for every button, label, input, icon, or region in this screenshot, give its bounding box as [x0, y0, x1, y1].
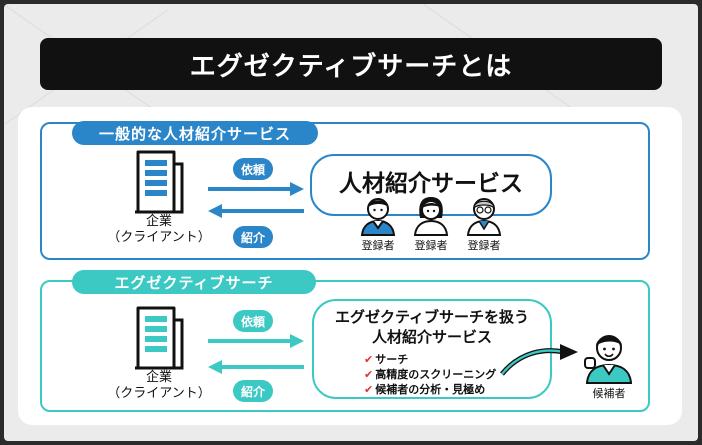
registrant-label: 登録者: [361, 239, 395, 252]
page-title: エグゼクティブサーチとは: [40, 38, 662, 90]
agency-title: 人材紹介サービス: [339, 171, 523, 197]
company-name: 企業: [145, 214, 172, 229]
building-icon: [135, 306, 184, 370]
check-icon: ✔: [364, 353, 374, 366]
registrant-2: 登録者: [401, 192, 461, 253]
man-avatar-icon: [360, 198, 396, 236]
company-role: （クライアント）: [107, 230, 211, 245]
building-icon: [135, 150, 184, 214]
agency-title-line1: エグゼクティブサーチを扱う: [334, 308, 530, 326]
check-icon: ✔: [364, 368, 374, 381]
section-executive-search: [40, 280, 650, 412]
candidate: 候補者: [578, 326, 640, 401]
feature-item: ✔候補者の分析・見極め: [364, 383, 486, 396]
registrant-label: 登録者: [414, 239, 448, 252]
referral-tag-2: 紹介: [233, 380, 274, 402]
agency-title: エグゼクティブサーチを扱う 人材紹介サービス: [314, 307, 550, 347]
agency-box-executive: エグゼクティブサーチを扱う 人材紹介サービス ✔サーチ ✔高精度のスクリーニング…: [312, 299, 552, 399]
registrant-label: 登録者: [467, 239, 501, 252]
request-arrow-2: [208, 334, 304, 348]
request-arrow-1: [208, 182, 304, 196]
search-arrow: [500, 344, 578, 376]
request-tag-2: 依頼: [233, 310, 274, 332]
registrant-1: 登録者: [348, 192, 408, 253]
referral-tag-1: 紹介: [233, 226, 274, 248]
section-label-executive: エグゼクティブサーチ: [72, 270, 316, 294]
candidate-label: 候補者: [592, 387, 626, 400]
feature-item: ✔高精度のスクリーニング: [364, 368, 497, 381]
company-client-1: 企業 （クライアント）: [94, 150, 224, 246]
company-role: （クライアント）: [107, 386, 211, 401]
feature-list: ✔サーチ ✔高精度のスクリーニング ✔候補者の分析・見極め: [364, 352, 496, 397]
referral-arrow-2: [208, 360, 304, 374]
check-icon: ✔: [364, 383, 374, 396]
feature-item: ✔サーチ: [364, 353, 409, 366]
agency-title-line2: 人材紹介サービス: [371, 328, 492, 346]
section-label-general: 一般的な人材紹介サービス: [72, 121, 318, 145]
company-client-2: 企業 （クライアント）: [94, 306, 224, 402]
request-tag-1: 依頼: [233, 158, 274, 180]
woman-avatar-icon: [413, 197, 449, 236]
older-man-avatar-icon: [466, 198, 502, 236]
candidate-avatar-icon: [584, 335, 633, 384]
company-name: 企業: [145, 370, 172, 385]
referral-arrow-1: [208, 204, 304, 218]
registrant-3: 登録者: [454, 192, 514, 253]
section-general-recruiting: [40, 122, 650, 260]
